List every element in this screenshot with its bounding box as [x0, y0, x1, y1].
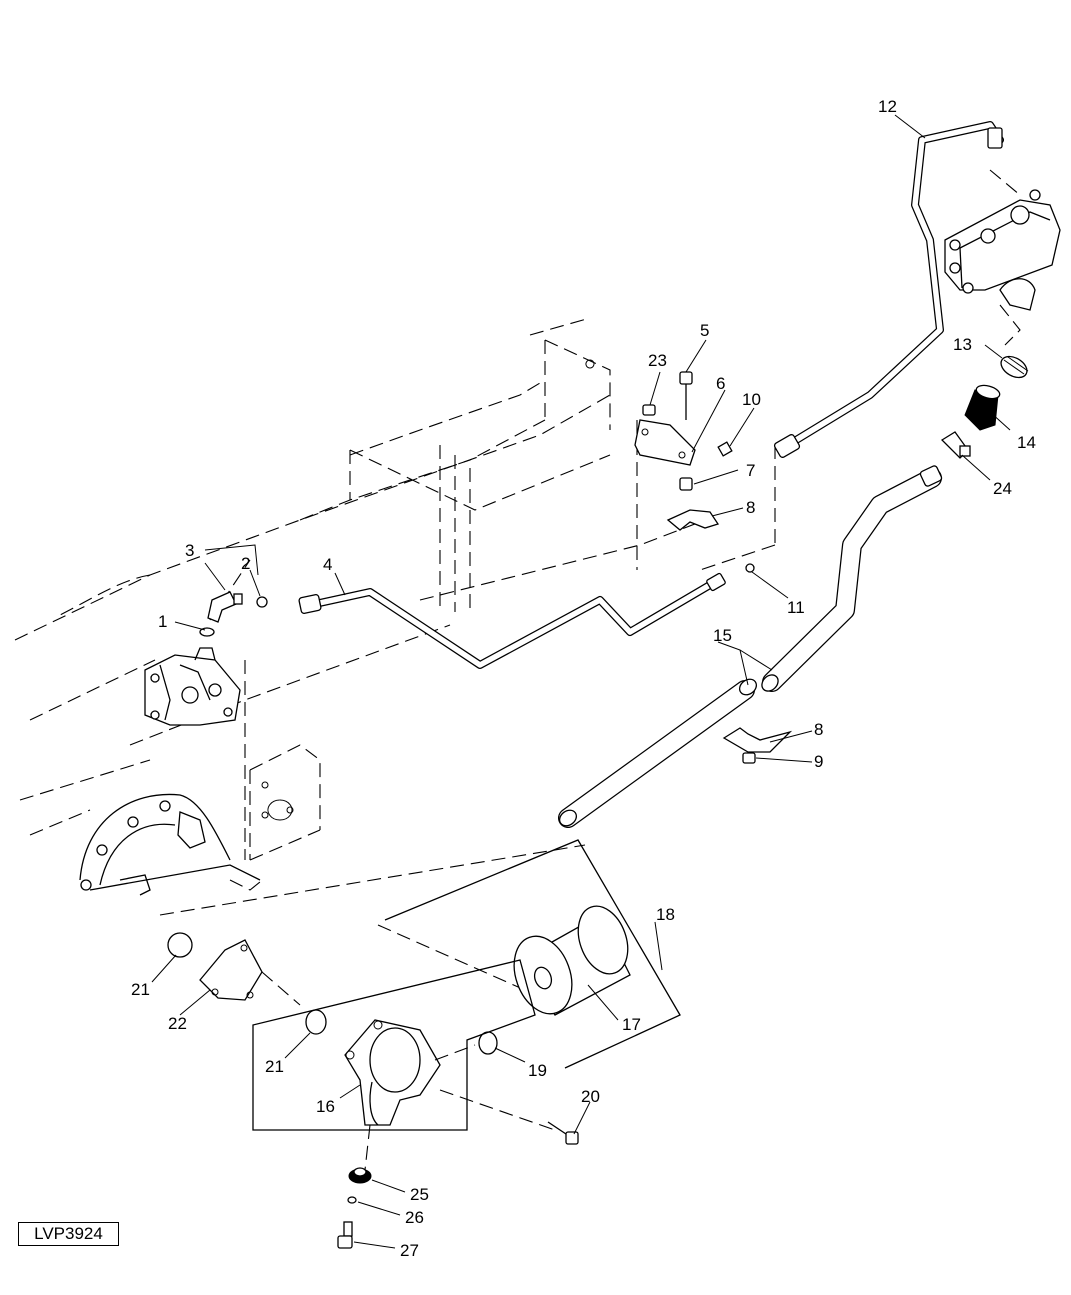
bolt-20	[547, 1121, 579, 1145]
callout-20: 20	[581, 1087, 600, 1106]
callout-14: 14	[1017, 433, 1036, 452]
machine-frame-outline	[14, 317, 776, 861]
bolt-5	[679, 371, 693, 420]
callout-10: 10	[742, 390, 761, 409]
callout-27: 27	[400, 1241, 419, 1260]
callout-17: 17	[622, 1015, 641, 1034]
steering-valve	[944, 169, 1061, 346]
callout-4: 4	[323, 555, 332, 574]
elbow-24	[940, 431, 971, 459]
callout-24: 24	[993, 479, 1012, 498]
callout-2: 2	[241, 554, 250, 573]
callout-18: 18	[656, 905, 675, 924]
callout-21-lower: 21	[265, 1057, 284, 1076]
callout-25: 25	[410, 1185, 429, 1204]
nut-9	[742, 752, 756, 764]
filter-housing-box-18	[159, 839, 681, 1069]
clamp-8-upper	[666, 509, 720, 531]
callout-19: 19	[528, 1061, 547, 1080]
callout-12: 12	[878, 97, 897, 116]
adapter-13	[1000, 355, 1029, 379]
clamp-8-lower	[722, 727, 793, 753]
adapter-plate-22	[199, 939, 301, 1006]
callout-7: 7	[746, 461, 755, 480]
cap-25	[348, 1167, 372, 1184]
callout-1: 1	[158, 612, 167, 631]
leader-lines	[151, 114, 1011, 1249]
o-ring-19	[478, 1031, 498, 1055]
callout-6: 6	[716, 374, 725, 393]
screw-10	[717, 441, 733, 457]
callout-9: 9	[814, 752, 823, 771]
seal-26	[347, 1196, 357, 1204]
callout-11: 11	[787, 598, 805, 617]
callout-13: 13	[953, 335, 972, 354]
filter-screen-14	[964, 384, 1001, 431]
callout-15: 15	[713, 626, 732, 645]
filter-head-16	[344, 1019, 556, 1171]
figure-id: LVP3924	[18, 1222, 119, 1246]
flywheel-housing	[79, 793, 266, 896]
elbow-fitting-3	[207, 591, 243, 623]
o-ring-1	[199, 627, 215, 637]
o-ring-2	[256, 596, 268, 608]
callout-21-upper: 21	[131, 980, 150, 999]
callout-5: 5	[700, 321, 709, 340]
spacer-23	[642, 404, 656, 416]
filter-element-17	[513, 905, 631, 1016]
drain-plug-27	[337, 1221, 353, 1249]
callout-labels: 1 2 3 4 5 6 7 8 8 9 10 11 12 13 14 15 16…	[131, 97, 1036, 1260]
bracket-6	[634, 419, 696, 466]
filter-head-box	[252, 959, 536, 1131]
suction-hose-15	[558, 465, 943, 828]
callout-23: 23	[648, 351, 667, 370]
callout-16: 16	[316, 1097, 335, 1116]
callout-3: 3	[185, 541, 194, 560]
callout-26: 26	[405, 1208, 424, 1227]
return-line-12	[773, 121, 1004, 458]
callout-8-upper: 8	[746, 498, 755, 517]
o-ring-21-lower	[305, 1009, 327, 1035]
pressure-line-4	[298, 572, 726, 669]
o-ring-21-upper	[167, 932, 193, 958]
spacer-7	[679, 477, 693, 491]
hydraulic-pump	[144, 647, 241, 726]
callout-8-lower: 8	[814, 720, 823, 739]
o-ring-11	[745, 563, 755, 573]
callout-22: 22	[168, 1014, 187, 1033]
